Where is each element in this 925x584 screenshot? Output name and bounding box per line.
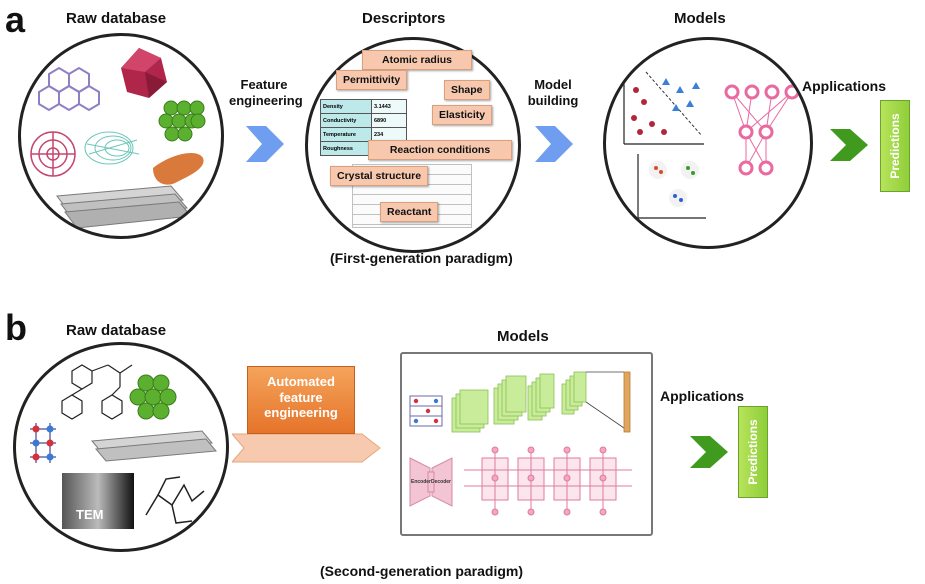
automated-line1: Automated (267, 374, 335, 389)
raw-database-title-a: Raw database (66, 10, 167, 27)
descriptor-table-key: Density (320, 99, 372, 114)
applications-label-b: Applications (660, 388, 745, 404)
descriptor-tag: Reactant (380, 202, 439, 222)
raw-database-title-b: Raw database (66, 322, 167, 339)
descriptor-tag: Elasticity (432, 105, 493, 125)
encoder-label: Encoder (411, 479, 432, 485)
feature-engineering-line1: Feature (240, 77, 288, 92)
descriptor-table-key: Conductivity (320, 113, 372, 128)
descriptor-table-value: 234 (371, 127, 407, 142)
model-building-line2: building (527, 93, 579, 109)
automated-feature-engineering-box: Automated feature engineering (247, 366, 355, 434)
layered-sheet-icon (56, 185, 192, 229)
applications-arrow-b (690, 436, 728, 468)
descriptors-title: Descriptors (362, 10, 446, 27)
automated-line2: feature (279, 389, 323, 405)
raw-database-circle-b (13, 342, 229, 552)
models-title-b: Models (497, 328, 549, 345)
fullerene-icon (30, 131, 76, 177)
descriptor-table-value: 6890 (371, 113, 407, 128)
automated-arrow (232, 433, 381, 463)
second-generation-caption: (Second-generation paradigm) (320, 563, 524, 579)
rnn-chain-icon (464, 446, 632, 516)
tem-image (62, 473, 134, 529)
descriptor-table-key: Temperature (320, 127, 372, 142)
applications-arrow-a (830, 129, 868, 161)
deep-models-illustration (409, 371, 632, 516)
green-sphere-cluster-icon (129, 374, 177, 420)
neural-network-icon (724, 84, 800, 176)
models-circle-a (603, 37, 813, 249)
cnn-layers-icon (451, 371, 587, 433)
feature-engineering-line2: engineering (229, 93, 303, 109)
feature-engineering-label: Feature engineering (229, 77, 303, 110)
model-building-label: Model building (518, 77, 588, 110)
green-sphere-cluster-icon (158, 100, 206, 142)
clustering-plot-icon (637, 154, 706, 219)
raw-materials-illustration (30, 48, 206, 229)
descriptor-tag: Atomic radius (362, 50, 472, 70)
predictions-box-a: Predictions (880, 100, 910, 192)
panel-b-letter: b (5, 307, 27, 348)
hexagonal-lattice-icon (38, 66, 100, 112)
cnn-input-grid-icon (409, 395, 443, 427)
predictions-label-b: Predictions (746, 419, 760, 485)
automated-line3: engineering (264, 405, 338, 421)
first-generation-caption: (First-generation paradigm) (330, 250, 513, 266)
descriptor-tag: Reaction conditions (368, 140, 512, 160)
molecule-structure-icon (61, 364, 133, 420)
skeletal-molecule-icon (145, 476, 205, 524)
descriptor-table-value: 3.1443 (371, 99, 407, 114)
tem-label: TEM (76, 507, 104, 522)
model-building-arrow (535, 126, 573, 162)
classification-scatter-icon (623, 70, 704, 145)
predictions-label-a: Predictions (888, 113, 902, 179)
descriptor-table-key: Roughness (320, 141, 372, 156)
raw-database-circle-a (18, 33, 224, 239)
descriptor-tag: Crystal structure (330, 166, 429, 186)
nanoparticle-blob-icon (153, 153, 204, 185)
encoder-decoder-icon (409, 457, 453, 507)
decoder-label: Decoder (431, 479, 452, 485)
descriptor-tag: Permittivity (336, 70, 408, 90)
models-title-a: Models (674, 10, 726, 27)
models-box-b (400, 352, 653, 536)
layered-sheet-icon (91, 430, 217, 462)
icosahedron-icon (121, 48, 167, 98)
predictions-box-b: Predictions (738, 406, 768, 498)
ml-models-illustration (623, 70, 800, 219)
applications-label-a: Applications (802, 78, 887, 94)
model-building-line1: Model (534, 77, 572, 92)
panel-a-letter: a (5, 0, 26, 40)
raw-data-illustration-b (30, 364, 217, 529)
crystal-lattice-icon (30, 423, 56, 463)
feature-engineering-arrow (246, 126, 284, 162)
cnn-output-layer-icon (585, 371, 631, 433)
descriptor-tag: Shape (444, 80, 490, 100)
nanotube-mesh-icon (84, 131, 140, 165)
